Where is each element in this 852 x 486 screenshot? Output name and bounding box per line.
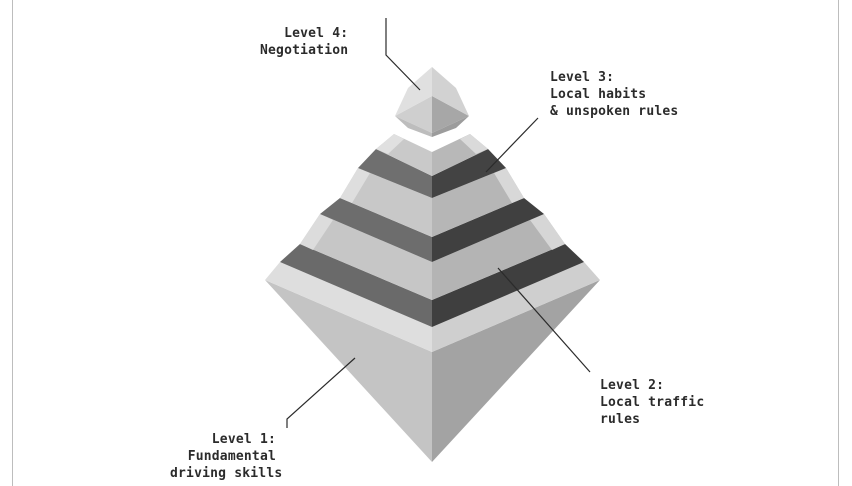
tier-3-ledge-left (358, 149, 432, 198)
tier-2-ledge-right (432, 198, 544, 262)
apex-left-face (395, 96, 432, 133)
leader-line-level-3 (485, 117, 539, 173)
label-level-4: Level 4: Negotiation (260, 25, 348, 59)
level-3-text-line-2: & unspoken rules (550, 104, 679, 119)
tier-2 (300, 198, 565, 300)
tier-1-ledge-right (432, 244, 584, 327)
tier-4 (376, 67, 488, 176)
level-2-title: Level 2: (600, 378, 665, 393)
leader-line-level-4 (385, 18, 421, 91)
apex-lower-left (395, 116, 432, 137)
tier-1-right-face (432, 280, 600, 462)
label-level-2: Level 2: Local traffic rules (600, 377, 704, 428)
tier-4-band-highlight-right (460, 134, 488, 154)
level-2-text-line-1: Local traffic (600, 395, 705, 410)
frame-border (12, 0, 839, 486)
level-1-text-line-1: Fundamental (187, 449, 276, 464)
level-4-text: Negotiation (260, 43, 349, 58)
leader-line-level-2 (497, 267, 591, 373)
tier-1-left-edge (265, 262, 432, 352)
level-1-title: Level 1: (211, 432, 276, 447)
apex-upper-right (432, 67, 469, 116)
tier-2-left-highlight (300, 214, 333, 250)
tier-3-right-highlight (494, 168, 524, 203)
tier-1 (265, 244, 600, 462)
tier-2-ledge-left (320, 198, 432, 262)
level-4-title: Level 4: (284, 26, 349, 41)
tier-4-band-highlight-left (376, 134, 404, 154)
leader-line-level-1 (286, 357, 356, 428)
tier-1-right-edge (432, 262, 600, 352)
tier-3-right-face (432, 168, 524, 237)
level-1-text-line-2: driving skills (170, 466, 283, 481)
leader-lines (286, 18, 591, 428)
level-2-text-line-2: rules (600, 412, 641, 427)
tier-1-ledge-left (280, 244, 432, 327)
label-level-1: Level 1: Fundamental driving skills (170, 431, 283, 482)
apex-upper-left (395, 67, 432, 116)
tier-1-left-face (265, 280, 432, 462)
level-3-title: Level 3: (550, 70, 615, 85)
label-level-3: Level 3: Local habits & unspoken rules (550, 69, 678, 120)
tier-2-right-face (432, 214, 565, 300)
tier-3-ledge-right (432, 149, 506, 198)
tier-2-right-highlight (530, 214, 565, 250)
tier-3 (340, 149, 524, 237)
tier-3-left-highlight (340, 168, 370, 203)
tier-3-left-face (340, 168, 432, 237)
apex-lower-right (432, 116, 469, 137)
apex-right-face (432, 96, 469, 133)
tier-2-left-face (300, 214, 432, 300)
level-3-text-line-1: Local habits (550, 87, 647, 102)
